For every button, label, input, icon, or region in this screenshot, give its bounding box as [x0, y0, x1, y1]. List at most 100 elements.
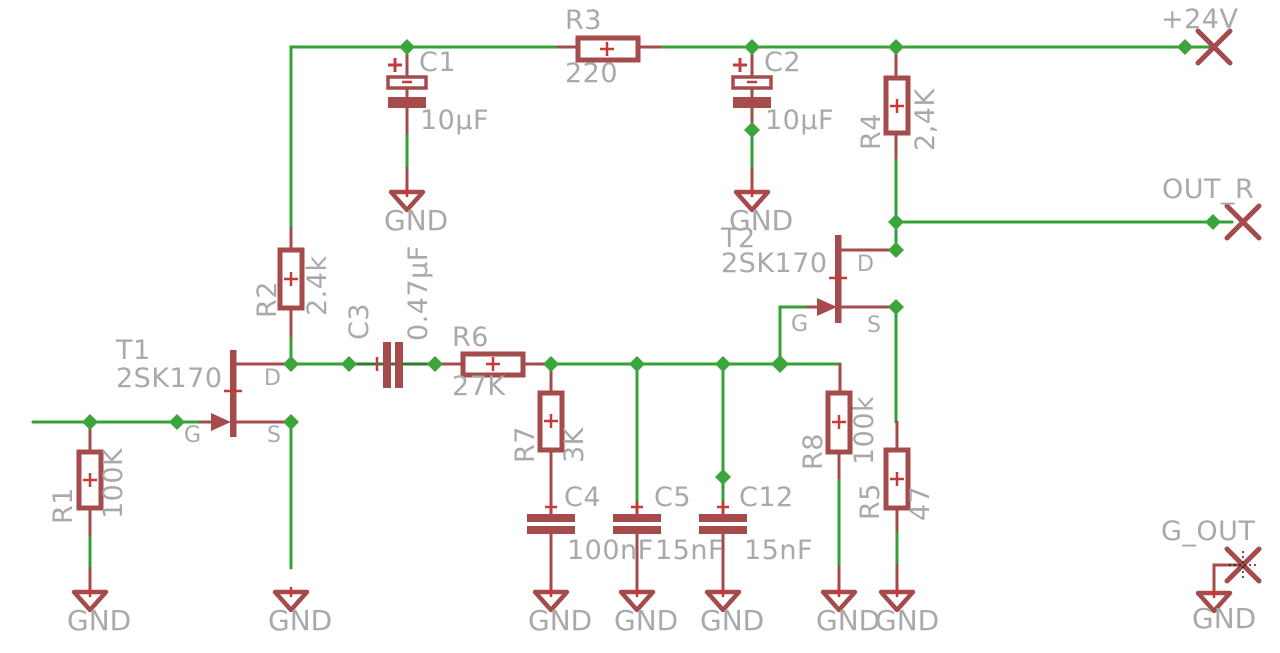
- capacitor-C12[interactable]: C12 15nF: [699, 482, 813, 594]
- junction-dot[interactable]: [399, 39, 415, 55]
- gnd-label: GND: [875, 604, 939, 637]
- c4-plate-top[interactable]: [527, 514, 575, 522]
- junction-dot[interactable]: [715, 356, 731, 372]
- gnd-origin-cross: [1209, 588, 1219, 598]
- resistor-R5[interactable]: R5 47: [855, 420, 936, 593]
- resistor-R8[interactable]: R8 100k: [798, 362, 880, 594]
- part-value-label: 10µF: [420, 105, 489, 136]
- junction-dot[interactable]: [82, 414, 98, 430]
- part-value-label: 27K: [452, 371, 506, 402]
- c2-plate-bottom[interactable]: [733, 97, 771, 108]
- junction-dot[interactable]: [169, 414, 185, 430]
- junction-dots[interactable]: [82, 39, 1221, 485]
- r5-origin-cross: [890, 472, 904, 486]
- c1-polarity-plus: [388, 58, 402, 72]
- junction-dot[interactable]: [629, 356, 645, 372]
- gnd-label: GND: [1192, 602, 1256, 635]
- transistor-T2[interactable]: T2 2SK170 D G S: [720, 223, 898, 338]
- junction-dot[interactable]: [888, 39, 904, 55]
- transistor-T1[interactable]: T1 2SK170 D G S: [115, 335, 293, 448]
- wire-t2-gate[interactable]: [778, 305, 810, 366]
- junction-dot[interactable]: [715, 469, 731, 485]
- gnd-origin-cross: [546, 587, 556, 597]
- x-pin-icon[interactable]: [1224, 546, 1262, 584]
- junction-dot[interactable]: [543, 356, 559, 372]
- t2-gate-arrow-icon: [817, 298, 837, 316]
- resistor-R1[interactable]: R1 100K: [48, 424, 129, 594]
- resistor-R6[interactable]: R6 27K: [433, 322, 553, 402]
- c5-plate-top[interactable]: [613, 514, 661, 522]
- part-value-label: 0.47µF: [403, 245, 434, 341]
- gnd-origin-cross: [85, 587, 95, 597]
- t2-pin-label-source: S: [867, 313, 881, 338]
- part-name-label: C5: [654, 482, 691, 513]
- g-out-gnd-pin[interactable]: [1212, 563, 1245, 595]
- gnd-symbol: GND: [528, 587, 592, 637]
- part-name-label: C12: [739, 482, 794, 513]
- part-value-label: 15nF: [655, 535, 724, 566]
- capacitor-C4[interactable]: C4 100nF: [527, 482, 654, 594]
- t1-pin-label-drain: D: [264, 366, 281, 391]
- part-name-label: T2: [720, 223, 756, 254]
- net-wires[interactable]: [31, 45, 1234, 570]
- net-label-24v: +24V: [1161, 4, 1238, 35]
- resistor-R7[interactable]: R7 3K: [510, 364, 590, 516]
- c2-polarity-plus: [733, 58, 747, 72]
- part-value-label: 3K: [559, 426, 590, 463]
- gnd-origin-cross: [892, 587, 902, 597]
- c3-plate-right[interactable]: [395, 342, 403, 388]
- junction-dot[interactable]: [888, 299, 904, 315]
- junction-dot[interactable]: [1205, 214, 1221, 230]
- part-value-label: 100k: [849, 396, 880, 465]
- junction-dot[interactable]: [427, 356, 443, 372]
- c12-plate-bottom[interactable]: [699, 526, 747, 534]
- junction-dot[interactable]: [283, 414, 299, 430]
- r2-origin-cross: [284, 272, 298, 286]
- wire-top-rail-left[interactable]: [289, 45, 560, 230]
- c4-plate-bottom[interactable]: [527, 526, 575, 534]
- r4-origin-cross: [890, 99, 904, 113]
- gnd-origin-cross: [286, 587, 296, 597]
- part-name-label: R3: [565, 5, 602, 36]
- capacitor-C1[interactable]: C1 10µF: [386, 47, 489, 194]
- junction-dot[interactable]: [888, 214, 904, 230]
- junction-dot[interactable]: [888, 242, 904, 258]
- net-flags[interactable]: +24V OUT_R G_OUT: [1161, 4, 1262, 584]
- part-value-label: 2SK170: [721, 248, 828, 279]
- capacitor-C2[interactable]: C2 10µF: [731, 47, 834, 194]
- c1-plate-bottom[interactable]: [388, 97, 426, 108]
- x-pin-icon[interactable]: [1224, 203, 1262, 241]
- gnd-symbol: GND: [729, 187, 793, 237]
- c5-plate-bottom[interactable]: [613, 526, 661, 534]
- r6-origin-cross: [486, 357, 500, 371]
- resistor-R3[interactable]: R3 220: [556, 5, 662, 89]
- gnd-label: GND: [268, 604, 332, 637]
- c12-plate-top[interactable]: [699, 514, 747, 522]
- x-pin-icon[interactable]: [1195, 28, 1233, 66]
- junction-dot[interactable]: [283, 356, 299, 372]
- t2-pin-label-gate: G: [791, 312, 808, 337]
- part-value-label: 10µF: [765, 105, 834, 136]
- t1-pin-label-source: S: [267, 423, 281, 448]
- t1-gate-arrow-icon: [211, 413, 231, 431]
- part-name-label: R2: [252, 281, 283, 318]
- capacitor-C3[interactable]: C3 0.47µF: [344, 245, 434, 388]
- c3-plate-left[interactable]: [383, 342, 391, 388]
- t1-channel-bar[interactable]: [230, 350, 237, 437]
- junction-dot[interactable]: [744, 39, 760, 55]
- part-name-label: R1: [48, 487, 79, 524]
- gnd-label: GND: [729, 204, 793, 237]
- gnd-symbols[interactable]: GND GND GND GND GND GND: [67, 187, 1256, 637]
- resistor-R4[interactable]: R4 2,4K: [856, 45, 941, 160]
- r1-origin-cross: [83, 473, 97, 487]
- gnd-label: GND: [67, 604, 131, 637]
- junction-dot[interactable]: [771, 355, 789, 373]
- part-name-label: C1: [419, 47, 456, 78]
- capacitor-C5[interactable]: C5 15nF: [613, 482, 724, 594]
- resistor-R2[interactable]: R2 2.4k: [252, 226, 333, 338]
- junction-dot[interactable]: [341, 356, 357, 372]
- junction-dot[interactable]: [1177, 39, 1193, 55]
- r7-origin-cross: [544, 414, 558, 428]
- junction-dot[interactable]: [744, 122, 760, 138]
